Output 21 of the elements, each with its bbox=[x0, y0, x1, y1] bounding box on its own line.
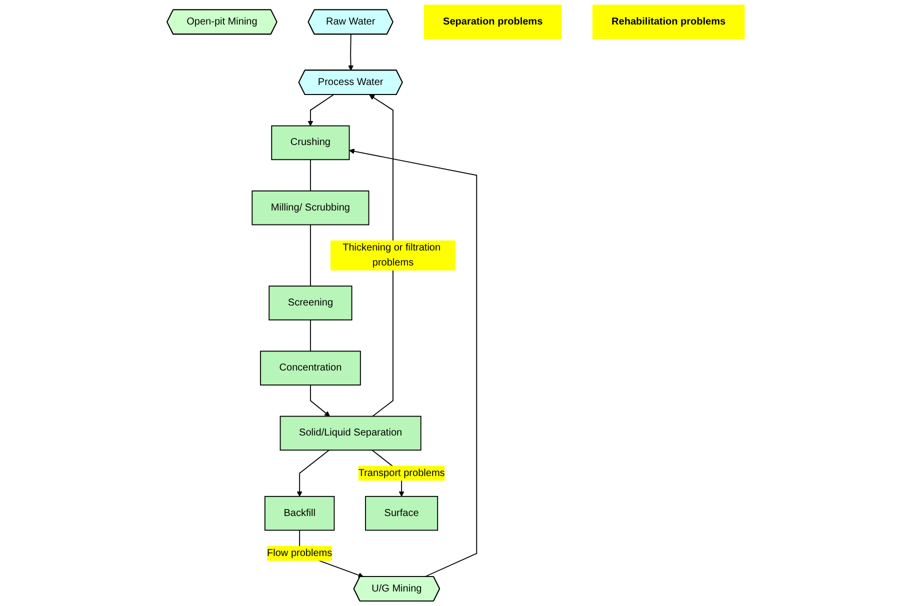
connector bbox=[310, 319, 311, 352]
node-box: Surface bbox=[364, 496, 438, 531]
node-box: Separation problems bbox=[424, 4, 562, 40]
node-box: Solid/Liquid Separation bbox=[280, 416, 422, 451]
edge-label: Flow problems bbox=[266, 548, 332, 558]
edge-label: Thickening or filtration problems bbox=[342, 242, 440, 268]
node-box: Screening bbox=[268, 286, 352, 320]
node-box: Concentration bbox=[260, 350, 361, 386]
node-box: Crushing bbox=[270, 125, 350, 160]
connector bbox=[310, 159, 311, 192]
arrow bbox=[296, 450, 330, 497]
node-box: Backfill bbox=[264, 496, 334, 531]
arrow bbox=[348, 148, 477, 578]
node-box: Rehabilitation problems bbox=[592, 4, 744, 40]
arrow bbox=[308, 94, 334, 126]
arrow bbox=[348, 34, 354, 71]
node-box: Milling/ Scrubbing bbox=[251, 190, 370, 226]
connector bbox=[310, 224, 311, 287]
arrow bbox=[310, 384, 330, 417]
arrow bbox=[369, 94, 394, 417]
edge-label: Transport problems bbox=[358, 468, 445, 478]
